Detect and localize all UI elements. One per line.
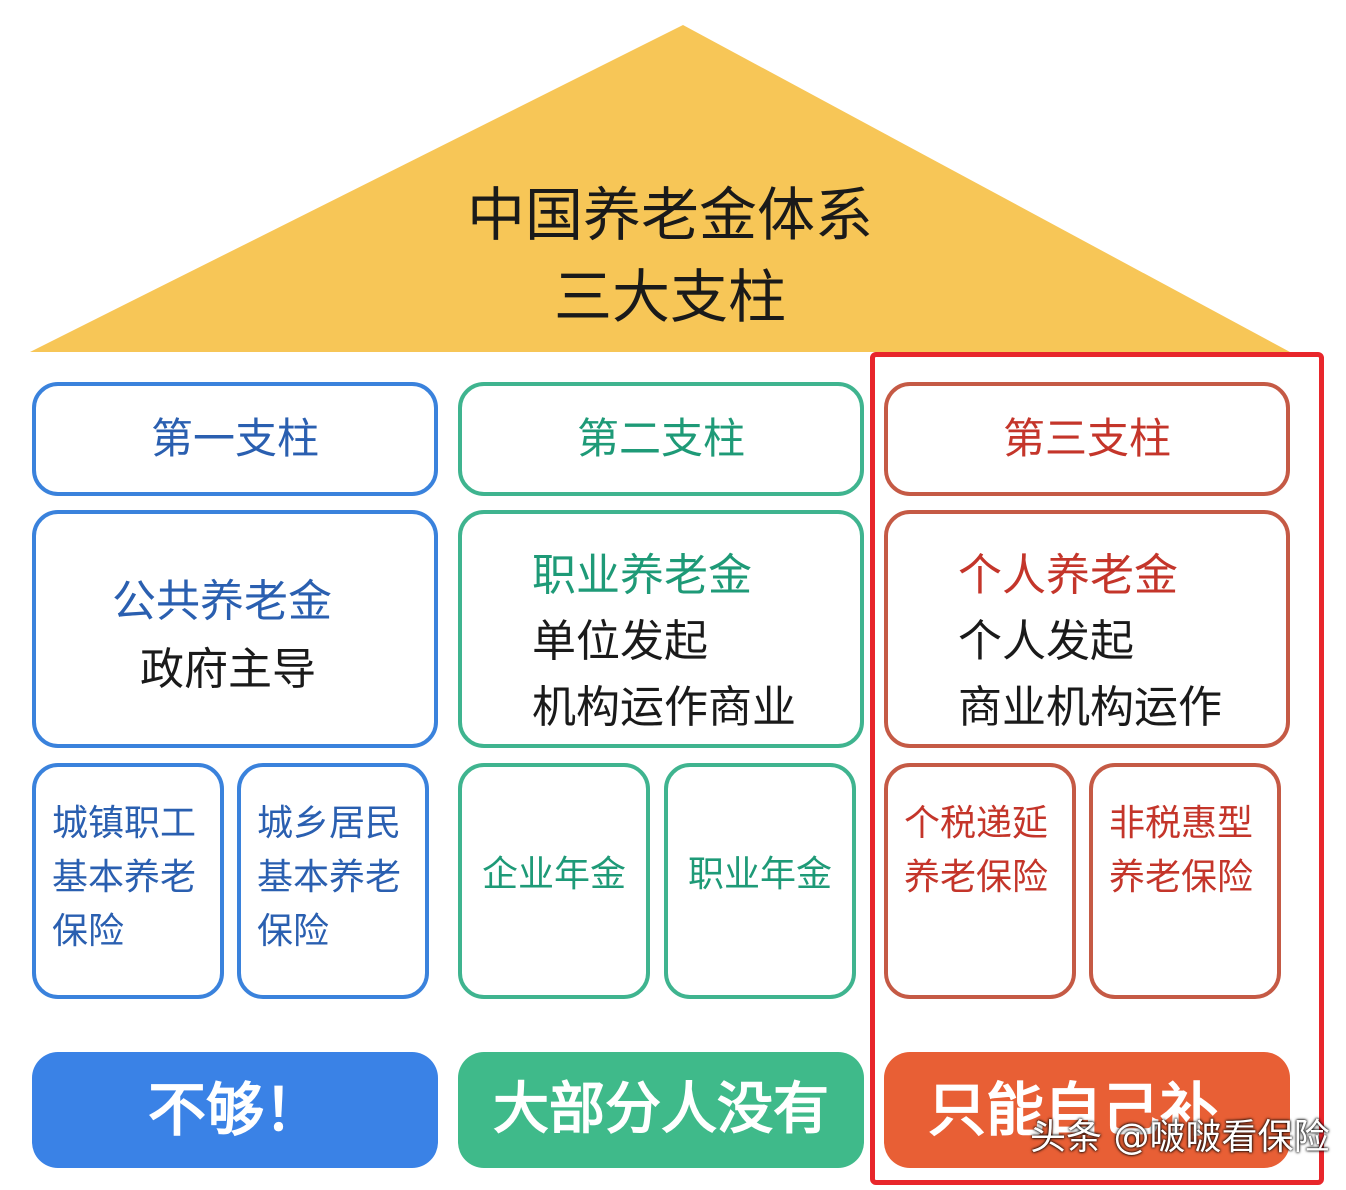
pillar1-header-label: 第一支柱	[150, 414, 319, 463]
pillar2-sub-left-label: 企业年金	[481, 854, 626, 895]
pillar1-footer: 不够！	[32, 1052, 438, 1168]
pillar2-sub-left: 企业年金	[458, 763, 650, 999]
pillar2-footer: 大部分人没有	[458, 1052, 864, 1168]
pillar3-sub-left: 个税递延 养老保险	[884, 763, 1076, 999]
pillar2-main-sub2: 机构运作商业	[532, 682, 796, 733]
pillar2-main-title: 职业养老金	[532, 550, 752, 601]
roof-triangle	[30, 25, 1290, 352]
pillar3-highlight-frame	[870, 352, 1324, 1185]
pillar1-sub-right: 城乡居民 基本养老 保险	[237, 763, 429, 999]
roof-title-line1: 中国养老金体系	[466, 181, 873, 249]
watermark: 头条 @啵啵看保险	[1030, 1117, 1330, 1158]
pillar3-main-box: 个人养老金 个人发起 商业机构运作	[884, 510, 1290, 748]
pillar2-main-box: 职业养老金 单位发起 机构运作商业	[458, 510, 864, 748]
pillar3-sub-right: 非税惠型 养老保险	[1089, 763, 1281, 999]
pillar3-main-sub2: 商业机构运作	[958, 682, 1222, 733]
pillar3-header: 第三支柱	[884, 382, 1290, 496]
pillar1-sub-left: 城镇职工 基本养老 保险	[32, 763, 224, 999]
pillar1-sub-left-line1: 城镇职工	[52, 803, 197, 844]
pillar2-header-label: 第二支柱	[576, 414, 745, 463]
pillar1-sub-left-line2: 基本养老	[52, 857, 197, 898]
pillar1-main-sub: 政府主导	[140, 644, 316, 695]
pillar3-footer: 只能自己补	[884, 1052, 1290, 1168]
pillar3-sub-right-line2: 养老保险	[1109, 857, 1254, 898]
pillar1-sub-right-line3: 保险	[257, 911, 330, 952]
pillar2-main-sub1: 单位发起	[532, 616, 708, 667]
pillar1-header: 第一支柱	[32, 382, 438, 496]
pillar1-sub-right-line1: 城乡居民	[257, 803, 402, 844]
pillar2-sub-right-label: 职业年金	[687, 854, 832, 895]
pillar1-sub-left-line3: 保险	[52, 911, 125, 952]
roof-title-line2: 三大支柱	[553, 263, 786, 331]
pillar2-header: 第二支柱	[458, 382, 864, 496]
pillar3-header-label: 第三支柱	[1002, 414, 1171, 463]
pillar3-main-title: 个人养老金	[958, 550, 1178, 601]
pillar3-sub-right-line1: 非税惠型	[1109, 803, 1254, 844]
pillar3-sub-left-line1: 个税递延	[904, 803, 1049, 844]
pillar2-sub-right: 职业年金	[664, 763, 856, 999]
pillar3-main-sub1: 个人发起	[958, 616, 1134, 667]
pillar1-main-box: 公共养老金 政府主导	[32, 510, 438, 748]
pillar1-main-title: 公共养老金	[112, 576, 332, 627]
pillar3-sub-left-line2: 养老保险	[904, 857, 1049, 898]
pillar1-sub-right-line2: 基本养老	[257, 857, 402, 898]
